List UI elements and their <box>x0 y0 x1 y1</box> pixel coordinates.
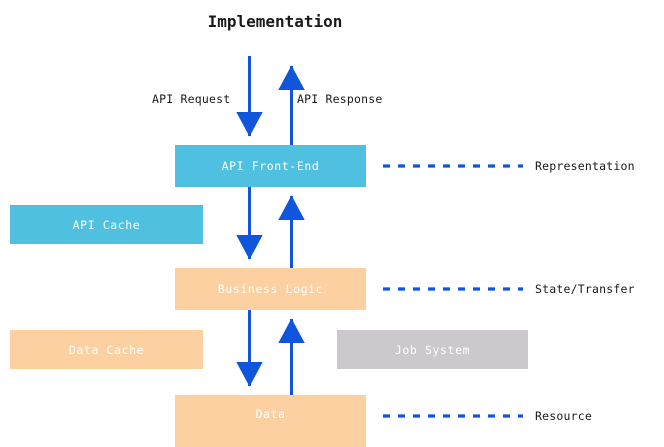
node-business-logic[interactable]: Business Logic <box>175 268 366 310</box>
tier-label-resource: Resource <box>535 409 592 423</box>
node-job-system[interactable]: Job System <box>337 330 528 369</box>
edge-label-api-request: API Request <box>152 92 231 106</box>
tier-label-representation: Representation <box>535 159 635 173</box>
tier-label-state-transfer: State/Transfer <box>535 282 635 296</box>
edge-label-api-response: API Response <box>297 92 383 106</box>
node-api-cache[interactable]: API Cache <box>10 205 203 244</box>
node-api-frontend[interactable]: API Front-End <box>175 145 366 187</box>
node-data[interactable]: Data <box>175 395 366 447</box>
node-data-cache[interactable]: Data Cache <box>10 330 203 369</box>
page-title: Implementation <box>207 12 343 31</box>
